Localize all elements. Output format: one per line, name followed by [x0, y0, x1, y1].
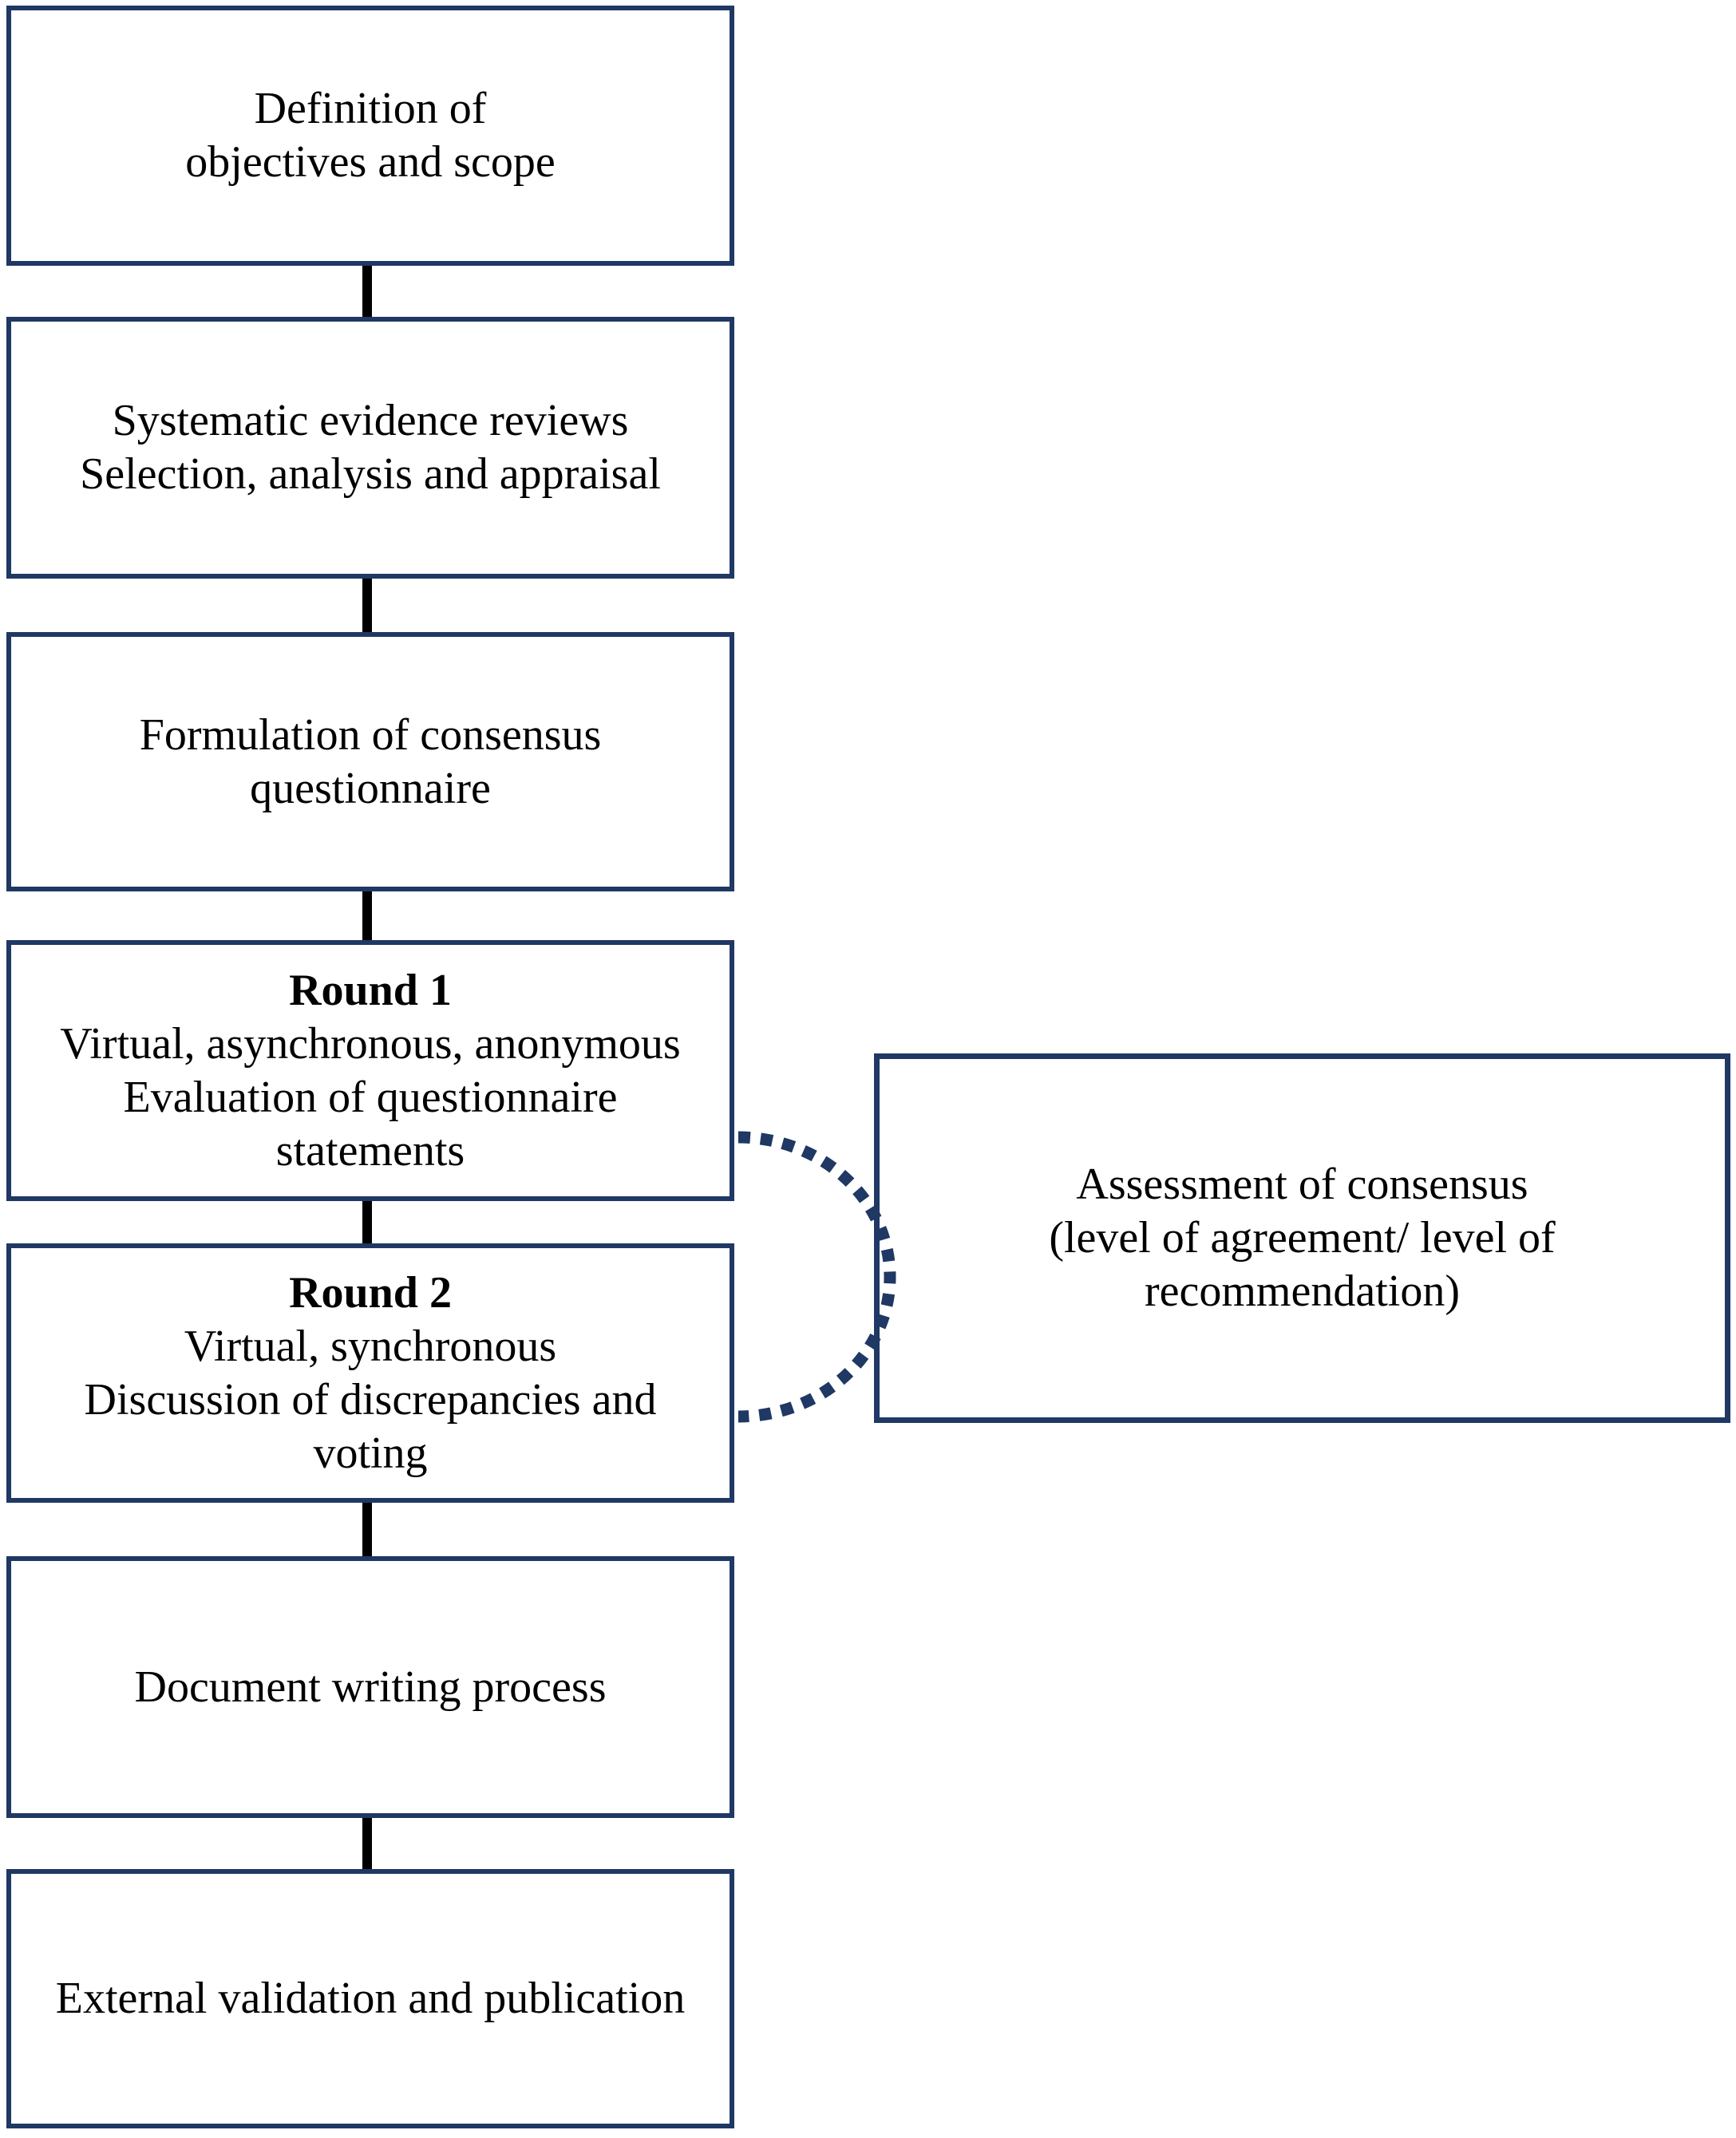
step-box-external-validation: External validation and publication [6, 1869, 734, 2128]
step-text: Virtual, asynchronous, anonymous Evaluat… [60, 1018, 681, 1176]
assessment-box: Assessment of consensus (level of agreem… [874, 1053, 1730, 1423]
step-box-round-1: Round 1 Virtual, asynchronous, anonymous… [6, 940, 734, 1201]
connector-line [362, 889, 372, 943]
step-title: Round 2 [289, 1267, 452, 1318]
step-text: Virtual, synchronous Discussion of discr… [84, 1321, 657, 1478]
assessment-text: Assessment of consensus (level of agreem… [1049, 1160, 1556, 1316]
step-text: Definition of objectives and scope [185, 84, 556, 187]
connector-line [362, 1500, 372, 1559]
step-box-definition: Definition of objectives and scope [6, 6, 734, 266]
step-title: Round 1 [289, 965, 452, 1015]
connector-line [362, 263, 372, 319]
step-text: Document writing process [134, 1662, 607, 1712]
step-box-round-2: Round 2 Virtual, synchronous Discussion … [6, 1243, 734, 1503]
step-box-evidence-review: Systematic evidence reviews Selection, a… [6, 317, 734, 579]
step-box-document-writing: Document writing process [6, 1556, 734, 1818]
step-text: Formulation of consensus questionnaire [139, 709, 602, 813]
connector-line [362, 1199, 372, 1246]
step-text: Systematic evidence reviews Selection, a… [80, 396, 661, 499]
step-text: External validation and publication [55, 1974, 686, 2023]
connector-line [362, 1816, 372, 1871]
connector-line [362, 576, 372, 634]
step-box-questionnaire-formulation: Formulation of consensus questionnaire [6, 632, 734, 891]
